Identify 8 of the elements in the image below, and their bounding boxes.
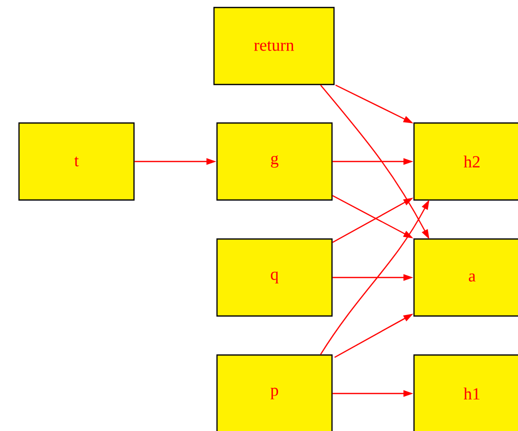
process-box: h1 (413, 354, 518, 431)
process-box: q (216, 238, 333, 317)
process-box: g (216, 122, 333, 201)
process-box: t (18, 122, 135, 201)
process-box: h2 (413, 122, 518, 201)
process-box: a (413, 238, 518, 317)
process-box: p (216, 354, 333, 431)
process-box: return (213, 6, 335, 86)
